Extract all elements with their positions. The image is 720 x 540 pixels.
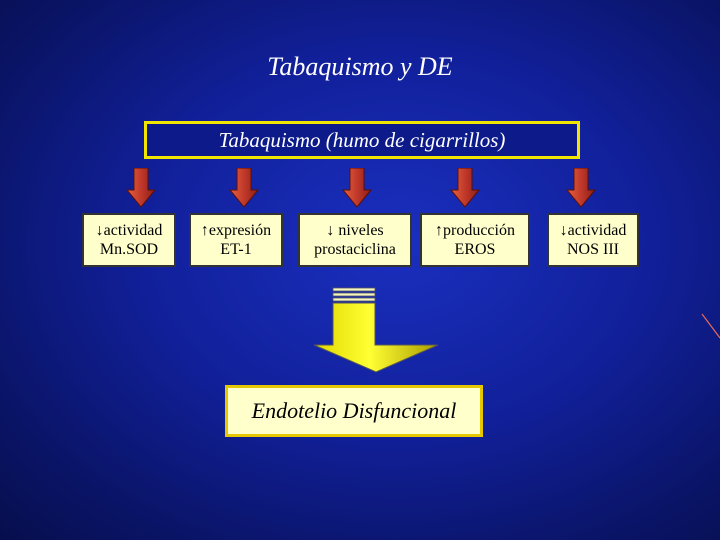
down-arrow-3	[342, 168, 372, 208]
effect-line1: ↓actividad	[559, 222, 627, 239]
effect-box-1: ↓actividad Mn.SOD	[82, 213, 176, 267]
decorative-streak	[701, 313, 720, 339]
effect-box-5: ↓actividad NOS III	[547, 213, 639, 267]
down-arrow-5	[566, 168, 596, 208]
source-label: Tabaquismo (humo de cigarrillos)	[218, 127, 506, 152]
result-label: Endotelio Disfuncional	[251, 398, 457, 423]
effect-line2: Mn.SOD	[99, 241, 159, 258]
effect-box-4: ↑producción EROS	[420, 213, 530, 267]
effect-line1: ↓ niveles	[326, 222, 384, 239]
down-arrow-1	[126, 168, 156, 208]
effect-box-3: ↓ niveles prostaciclina	[298, 213, 412, 267]
effect-box-2: ↑expresión ET-1	[189, 213, 283, 267]
result-box: Endotelio Disfuncional	[225, 385, 483, 437]
big-down-arrow	[313, 287, 439, 373]
effect-line1: ↑expresión	[200, 222, 272, 239]
effect-line2: NOS III	[567, 241, 619, 258]
down-arrow-2	[229, 168, 259, 208]
down-arrow-4	[450, 168, 480, 208]
effect-line2: ET-1	[220, 241, 252, 258]
effect-line2: prostaciclina	[314, 241, 396, 258]
effect-line2: EROS	[454, 241, 496, 258]
slide-title: Tabaquismo y DE	[267, 52, 453, 81]
effect-line1: ↓actividad	[95, 222, 163, 239]
source-box: Tabaquismo (humo de cigarrillos)	[144, 121, 580, 159]
effect-line1: ↑producción	[435, 222, 515, 239]
